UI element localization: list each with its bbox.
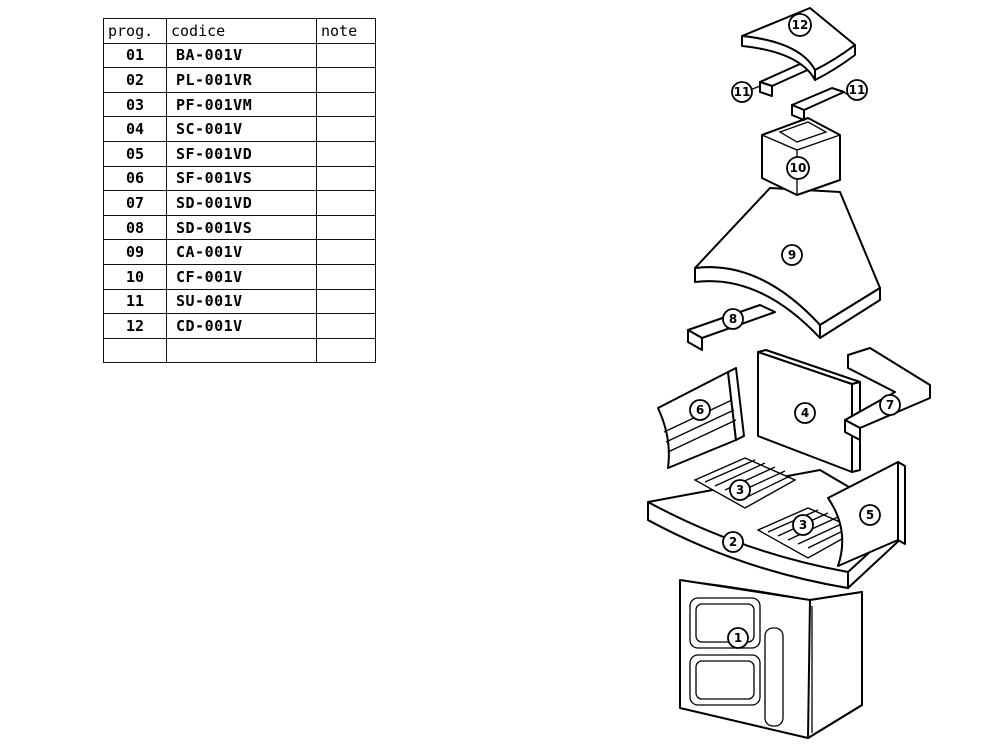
cell-note bbox=[316, 42, 376, 69]
cell-note bbox=[316, 67, 376, 93]
part-1-base bbox=[679, 579, 863, 739]
svg-text:5: 5 bbox=[866, 508, 874, 522]
callout-12: 12 bbox=[788, 13, 812, 37]
cell-code bbox=[166, 337, 317, 364]
cell-note bbox=[316, 91, 376, 118]
part-11-bars bbox=[759, 63, 845, 121]
svg-text:11: 11 bbox=[849, 83, 866, 97]
callout-11b: 11 bbox=[846, 79, 868, 101]
header-code: codice bbox=[166, 18, 317, 44]
cell-code: SU-001V bbox=[166, 288, 317, 315]
part-7-bracket bbox=[844, 347, 931, 441]
cell-prog: 10 bbox=[103, 263, 167, 290]
svg-text:3: 3 bbox=[799, 518, 807, 532]
callout-7: 7 bbox=[879, 394, 901, 416]
callout-3b: 3 bbox=[792, 514, 814, 536]
cell-code: SD-001VS bbox=[166, 214, 317, 241]
cell-prog: 03 bbox=[103, 91, 167, 118]
callout-10: 10 bbox=[786, 156, 810, 180]
cell-prog: 02 bbox=[103, 67, 167, 93]
svg-text:9: 9 bbox=[788, 248, 796, 262]
cell-note bbox=[316, 190, 376, 216]
callout-3a: 3 bbox=[729, 479, 751, 501]
callout-6: 6 bbox=[689, 399, 711, 421]
cell-prog: 01 bbox=[103, 42, 167, 69]
callout-5: 5 bbox=[859, 504, 881, 526]
callout-4: 4 bbox=[794, 402, 816, 424]
svg-text:2: 2 bbox=[729, 535, 737, 549]
cell-note bbox=[316, 337, 376, 364]
callout-8: 8 bbox=[722, 308, 744, 330]
cell-note bbox=[316, 313, 376, 339]
svg-text:12: 12 bbox=[792, 18, 809, 32]
cell-prog: 07 bbox=[103, 190, 167, 216]
svg-text:7: 7 bbox=[886, 398, 894, 412]
cell-code: SF-001VD bbox=[166, 140, 317, 167]
cell-note bbox=[316, 288, 376, 315]
cell-code: CA-001V bbox=[166, 239, 317, 265]
cell-prog bbox=[103, 337, 167, 364]
svg-text:11: 11 bbox=[734, 85, 751, 99]
cell-note bbox=[316, 116, 376, 142]
cell-code: SC-001V bbox=[166, 116, 317, 142]
callout-1: 1 bbox=[727, 627, 749, 649]
callout-2: 2 bbox=[722, 531, 744, 553]
cell-code: PF-001VM bbox=[166, 91, 317, 118]
header-prog: prog. bbox=[103, 18, 167, 44]
cell-prog: 09 bbox=[103, 239, 167, 265]
table-row bbox=[103, 337, 376, 364]
cell-prog: 08 bbox=[103, 214, 167, 241]
table-header-row: prog. codice note bbox=[103, 18, 376, 44]
svg-text:8: 8 bbox=[729, 312, 737, 326]
svg-text:6: 6 bbox=[696, 403, 704, 417]
cell-prog: 12 bbox=[103, 313, 167, 339]
svg-text:10: 10 bbox=[790, 161, 807, 175]
cell-code: SD-001VD bbox=[166, 190, 317, 216]
callout-9: 9 bbox=[781, 244, 803, 266]
callout-11a: 11 bbox=[731, 81, 753, 103]
part-12-cap bbox=[741, 7, 856, 81]
svg-text:1: 1 bbox=[734, 631, 742, 645]
svg-text:3: 3 bbox=[736, 483, 744, 497]
cell-prog: 04 bbox=[103, 116, 167, 142]
cell-code: CF-001V bbox=[166, 263, 317, 290]
svg-text:4: 4 bbox=[801, 406, 809, 420]
